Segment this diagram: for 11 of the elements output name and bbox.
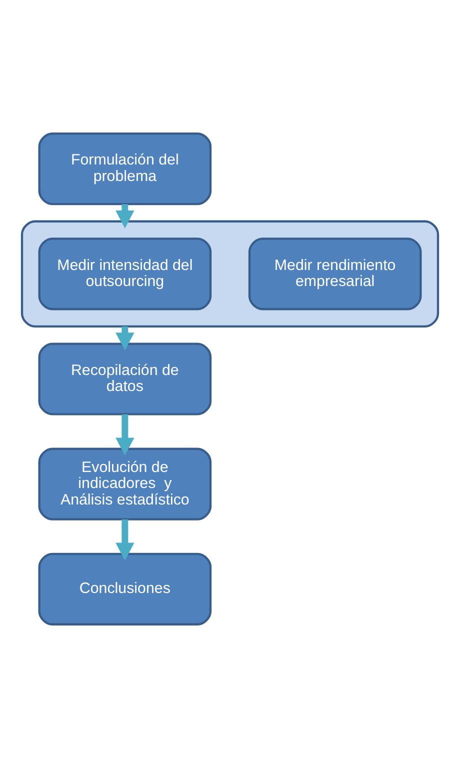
node-box: Medir intensidad del outsourcing	[38, 238, 212, 310]
node-box: Evolución de indicadores y Análisis estadístico	[38, 448, 212, 520]
arrow	[115, 519, 134, 561]
node-box: Medir rendimiento empresarial	[248, 238, 422, 310]
arrow	[115, 414, 134, 456]
arrow	[115, 204, 134, 228]
cluster	[20, 220, 439, 328]
node-box: Formulación del problema	[38, 132, 212, 206]
node-box: Conclusiones	[38, 552, 212, 626]
arrow	[115, 326, 134, 350]
node-box: Recopilación de datos	[38, 342, 212, 416]
